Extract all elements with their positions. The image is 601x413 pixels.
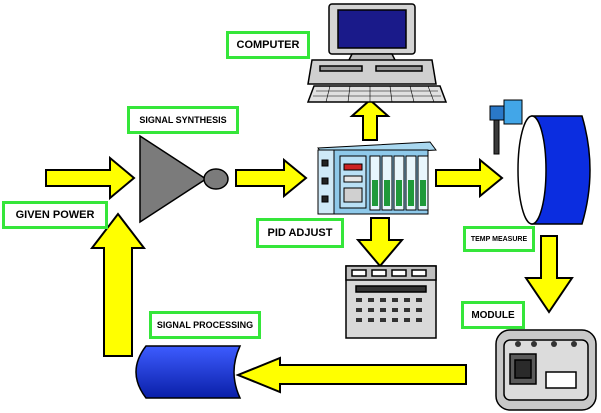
control-panel-icon <box>345 265 437 339</box>
arrow-temp-to-module <box>524 235 574 314</box>
pid-rack-icon <box>317 141 437 215</box>
arrow-module-to-processing <box>235 356 467 394</box>
temperature-probe-icon <box>489 99 523 155</box>
arrow-power-to-synthesis <box>45 155 136 201</box>
label-module: MODULE <box>461 301 525 329</box>
arrow-processing-to-power <box>89 212 147 357</box>
label-signal-processing: SIGNAL PROCESSING <box>149 311 261 339</box>
label-computer: COMPUTER <box>226 31 310 59</box>
furnace-cylinder-icon <box>517 115 591 225</box>
signal-processing-cylinder-icon <box>135 345 242 399</box>
comparator-icon <box>139 134 229 224</box>
label-pid-adjust: PID ADJUST <box>256 218 344 248</box>
computer-icon <box>306 3 448 103</box>
arrow-pid-to-computer <box>349 98 391 141</box>
arrow-pid-to-controller <box>355 217 405 268</box>
label-signal-synthesis: SIGNAL SYNTHESIS <box>127 106 239 134</box>
label-given-power: GIVEN POWER <box>2 201 108 229</box>
arrow-pid-to-temp <box>435 157 504 199</box>
arrow-synthesis-to-pid <box>235 157 308 199</box>
module-device-icon <box>495 329 597 411</box>
label-temp-measure: TEMP MEASURE <box>463 226 535 252</box>
